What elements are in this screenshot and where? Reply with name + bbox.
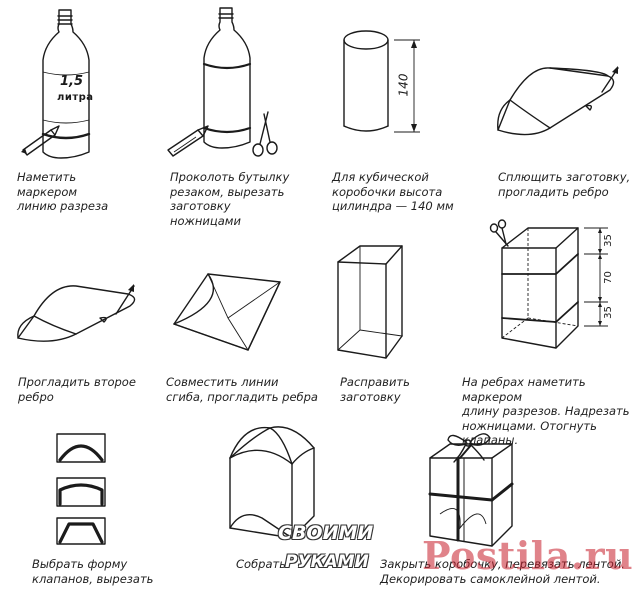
logo-line-2: РУКАМИ (285, 552, 369, 572)
cylinder-height-label: 140 (396, 73, 411, 97)
folded-prism-illustration (173, 273, 281, 351)
step-7-figure (330, 240, 420, 365)
step-6-caption: Совместить линии сгиба, прогладить ребра (166, 375, 318, 404)
step-9-figure (55, 432, 115, 547)
step-5-figure (12, 270, 152, 370)
step-8-caption: На ребрах наметить маркером длину разрез… (462, 375, 630, 447)
step-7-caption: Расправить заготовку (340, 375, 410, 404)
second-edge-illustration (17, 284, 136, 342)
bottle-unit-label: литра (57, 92, 94, 103)
step-1-figure: 1,5 литра (15, 2, 105, 162)
step-3-caption: Для кубической коробочки высота цилиндра… (332, 170, 454, 213)
flattened-blank-illustration (497, 66, 619, 136)
step-11-caption: Закрыть коробочку, перевязать лентой. Де… (380, 557, 625, 586)
flap-shapes-illustration (56, 433, 106, 545)
step-1-caption: Наметить маркером линию разреза (17, 170, 109, 213)
step-2-caption: Проколоть бутылку резаком, вырезать заго… (170, 170, 290, 228)
bottle-with-marker-illustration (21, 9, 91, 159)
unfolded-box-illustration (337, 245, 403, 359)
cut-length-bottom-label: 35 (602, 306, 614, 319)
step-8-figure: 35 70 35 (488, 218, 638, 368)
bottle-volume-label: 1,5 (60, 74, 84, 89)
step-10-figure (222, 418, 342, 553)
step-9-caption: Выбрать форму клапанов, вырезать (32, 557, 154, 586)
assembled-box-illustration (229, 426, 315, 539)
step-10-caption: Собрать (236, 557, 286, 571)
middle-length-label: 70 (602, 271, 614, 284)
step-4-caption: Сплющить заготовку, прогладить ребро (498, 170, 631, 199)
watermark: Postila.ru (422, 533, 634, 578)
step-2-figure (160, 2, 280, 162)
step-5-caption: Прогладить второе ребро (18, 375, 136, 404)
step-6-figure (168, 262, 308, 362)
cylinder-with-height-dimension-illustration (343, 30, 420, 133)
step-11-figure (420, 428, 530, 553)
step-4-figure (490, 40, 630, 150)
bottle-cut-with-scissors-illustration (167, 7, 278, 157)
step-3-figure: 140 (330, 20, 440, 150)
cube-cut-marks-illustration (489, 219, 608, 349)
gift-box-with-ribbon-illustration (428, 433, 514, 547)
logo-line-1: СВОИМИ (278, 522, 374, 544)
cut-length-top-label: 35 (602, 234, 614, 247)
